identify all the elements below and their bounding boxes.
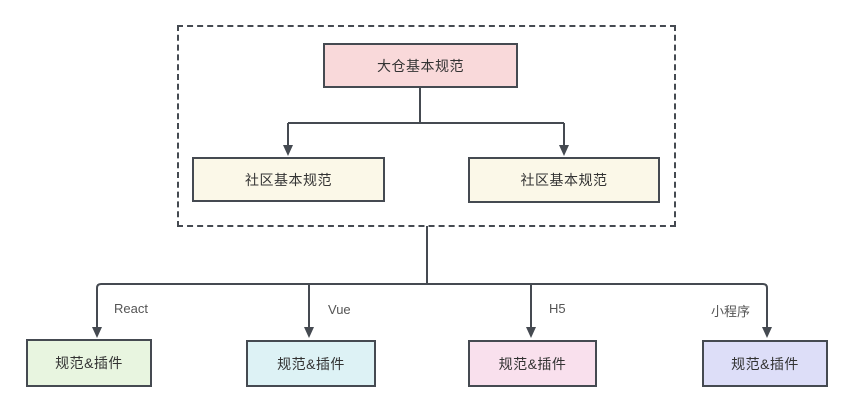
node-community-spec-right: 社区基本规范 (468, 157, 660, 203)
edge-label-react: React (114, 301, 148, 316)
node-root-spec: 大仓基本规范 (323, 43, 518, 88)
node-h5-plugin-label: 规范&插件 (498, 355, 567, 372)
node-root-spec-label: 大仓基本规范 (377, 57, 464, 74)
arrowhead-vue (304, 327, 314, 338)
arrowhead-h5 (526, 327, 536, 338)
arrowhead-community-right (559, 145, 569, 156)
edge-label-vue: Vue (328, 302, 351, 317)
arrowhead-miniprogram (762, 327, 772, 338)
node-miniprogram-plugin-label: 规范&插件 (731, 355, 799, 372)
edge-distribution-bar (96, 283, 768, 328)
node-vue-plugin: 规范&插件 (246, 340, 376, 387)
node-miniprogram-plugin: 规范&插件 (702, 340, 828, 387)
edge-label-h5: H5 (549, 301, 566, 316)
edge-root-to-communities (287, 88, 565, 146)
edge-label-miniprogram: 小程序 (711, 304, 751, 319)
node-react-plugin-label: 规范&插件 (55, 355, 123, 371)
node-h5-plugin: 规范&插件 (468, 340, 597, 387)
node-vue-plugin-label: 规范&插件 (277, 355, 345, 372)
node-community-spec-left-label: 社区基本规范 (245, 171, 332, 188)
arrowhead-community-left (283, 145, 293, 156)
node-community-spec-left: 社区基本规范 (192, 157, 385, 202)
node-community-spec-right-label: 社区基本规范 (520, 172, 608, 188)
node-react-plugin: 规范&插件 (26, 339, 152, 387)
arrowhead-react (92, 327, 102, 338)
